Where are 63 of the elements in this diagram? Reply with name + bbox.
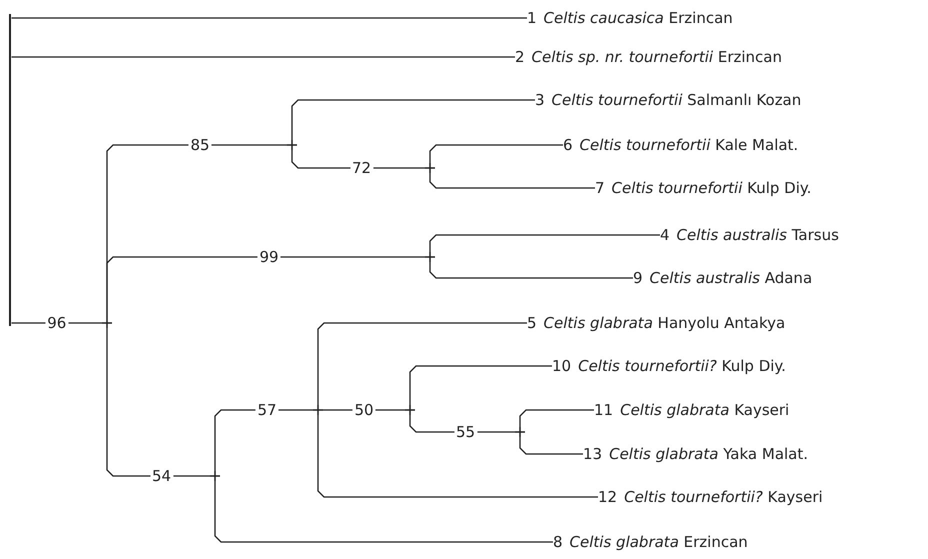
taxon-name: Celtis tournefortii? Kayseri: [624, 488, 823, 506]
node-cross-mark: [514, 426, 526, 438]
tree-branch: [519, 409, 594, 427]
tree-branch: [214, 409, 313, 471]
node-cross-mark: [101, 317, 113, 329]
tree-branch: [429, 262, 633, 279]
tree-branch: [12, 322, 102, 324]
taxon-number: 9: [633, 269, 643, 287]
tree-branch: [106, 328, 210, 477]
taxon-number: 11: [594, 401, 614, 419]
bootstrap-value: 96: [45, 315, 68, 331]
tree-branch: [214, 481, 553, 543]
taxon-number: 10: [552, 357, 572, 375]
bootstrap-value: 85: [188, 137, 212, 153]
node-cross-mark: [404, 404, 416, 416]
tree-branch: [12, 56, 515, 58]
bootstrap-value: 50: [352, 402, 376, 418]
node-cross-mark: [312, 404, 324, 416]
tree-branch: [12, 17, 527, 19]
bootstrap-value: 57: [255, 402, 279, 418]
tree-branch: [291, 150, 425, 169]
tree-branch: [429, 234, 660, 252]
tree-branch: [291, 99, 535, 140]
tree-branch: [317, 322, 527, 405]
tree-branch: [317, 415, 598, 498]
taxon-number: 3: [535, 91, 545, 109]
taxon-number: 1: [527, 9, 537, 27]
taxon-name: Celtis glabrata Hanyolu Antakya: [544, 314, 786, 332]
taxon-name: Celtis caucasica Erzincan: [544, 9, 733, 27]
taxon-number: 13: [583, 445, 602, 463]
bootstrap-value: 99: [257, 249, 281, 265]
taxon-number: 4: [660, 226, 670, 244]
taxon-name: Celtis tournefortii Kale Malat.: [580, 136, 798, 154]
taxon-name: Celtis tournefortii Kulp Diy.: [612, 179, 812, 197]
tree-branch: [409, 415, 515, 433]
root-line: [9, 14, 11, 326]
node-cross-mark: [424, 162, 436, 174]
node-cross-mark: [424, 251, 436, 263]
taxon-name: Celtis tournefortii? Kulp Diy.: [578, 357, 786, 375]
tree-branch: [409, 365, 552, 405]
taxon-number: 6: [563, 136, 573, 154]
taxon-name: Celtis tournefortii Salmanlı Kozan: [552, 91, 802, 109]
tree-branch: [323, 409, 405, 411]
node-cross-mark: [209, 470, 221, 482]
taxon-number: 8: [553, 533, 563, 551]
node-cross-mark: [286, 139, 298, 151]
taxon-name: Celtis glabrata Kayseri: [620, 401, 790, 419]
tree-branch: [519, 437, 583, 455]
taxon-number: 5: [527, 314, 537, 332]
taxon-number: 7: [595, 179, 605, 197]
taxon-name: Celtis australis Adana: [650, 269, 812, 287]
bootstrap-value: 72: [350, 160, 374, 176]
tree-branch: [429, 173, 595, 189]
bootstrap-value: 54: [150, 468, 174, 484]
taxon-name: Celtis glabrata Yaka Malat.: [609, 445, 808, 463]
taxon-number: 2: [515, 48, 525, 66]
taxon-name: Celtis sp. nr. tournefortii Erzincan: [532, 48, 782, 66]
tree-branch: [429, 144, 563, 163]
taxon-name: Celtis australis Tarsus: [676, 226, 839, 244]
bootstrap-value: 55: [454, 424, 478, 440]
taxon-name: Celtis glabrata Erzincan: [570, 533, 748, 551]
tree-branch: [106, 256, 425, 318]
taxon-number: 12: [598, 488, 618, 506]
